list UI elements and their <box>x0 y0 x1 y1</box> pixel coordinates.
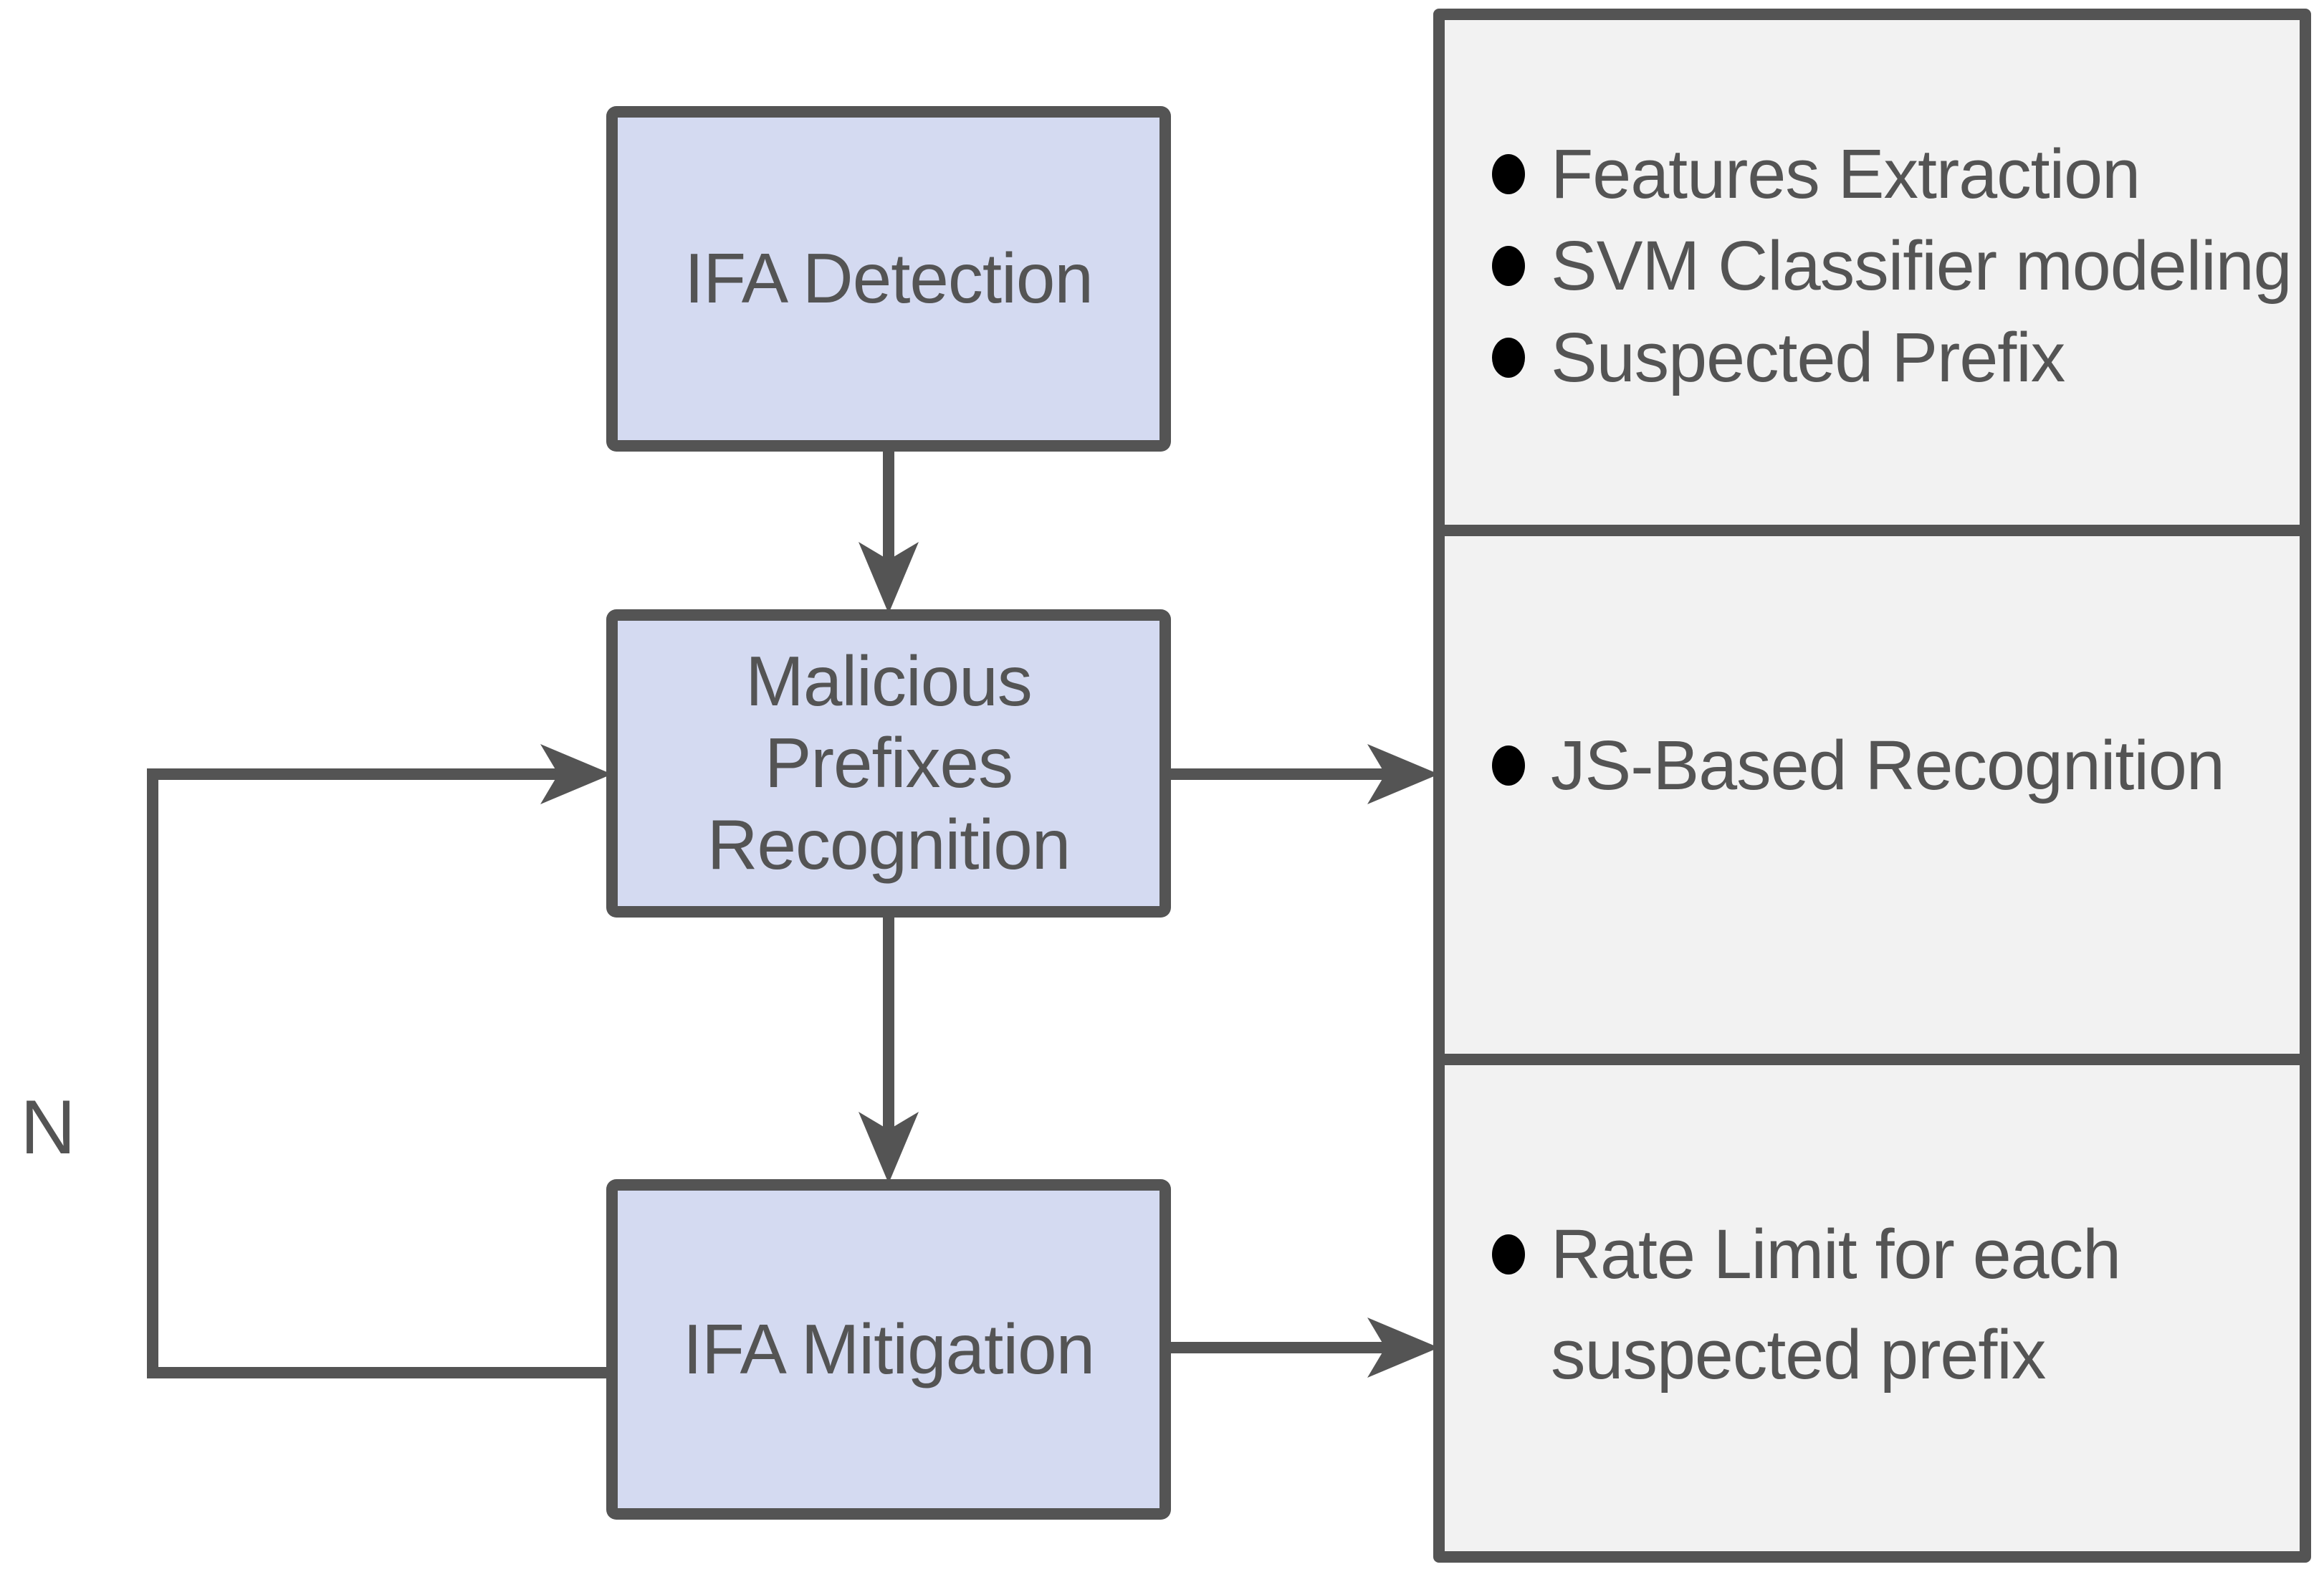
arrow-right-icon <box>1367 744 1439 804</box>
list-item: Features Extraction <box>1445 131 2141 217</box>
node-label: IFA Detection <box>684 239 1094 318</box>
bullet-icon <box>1492 1234 1525 1275</box>
bullet-label: SVM Classifier modeling <box>1551 227 2292 305</box>
arrow-right-icon <box>540 744 612 804</box>
bullet-label: JS-Based Recognition <box>1551 726 2225 804</box>
details-panel: Features Extraction SVM Classifier model… <box>1433 9 2311 1563</box>
node-ifa-detection: IFA Detection <box>606 106 1171 452</box>
node-ifa-mitigation: IFA Mitigation <box>606 1179 1171 1520</box>
node-malicious-prefixes-recognition: Malicious Prefixes Recognition <box>606 609 1171 918</box>
bullet-label: Features Extraction <box>1551 135 2141 213</box>
arrow-right-icon <box>1367 1318 1439 1378</box>
feedback-loop-line <box>147 768 606 1378</box>
panel-divider <box>1445 525 2300 536</box>
list-item: Rate Limit for each suspected prefix <box>1445 1204 2121 1405</box>
list-item: SVM Classifier modeling <box>1445 223 2292 309</box>
bullet-icon <box>1492 154 1525 194</box>
node-label: Malicious Prefixes Recognition <box>707 642 1071 884</box>
bullet-icon <box>1492 246 1525 286</box>
node-label: IFA Mitigation <box>682 1309 1095 1388</box>
bullet-label: Rate Limit for each suspected prefix <box>1551 1215 2121 1393</box>
arrow-down-icon <box>859 542 919 614</box>
loop-label-n: N <box>20 1084 76 1170</box>
arrow-down-icon <box>859 1112 919 1183</box>
list-item: Suspected Prefix <box>1445 315 2065 401</box>
bullet-icon <box>1492 745 1525 786</box>
bullet-label: Suspected Prefix <box>1551 318 2065 396</box>
bullet-icon <box>1492 338 1525 378</box>
panel-divider <box>1445 1054 2300 1065</box>
list-item: JS-Based Recognition <box>1445 723 2225 809</box>
